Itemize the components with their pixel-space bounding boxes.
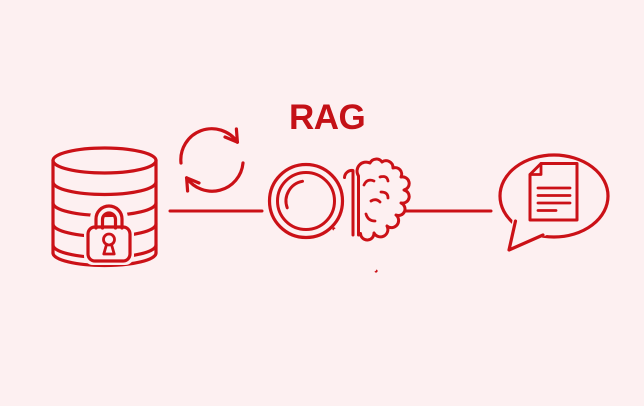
database-lock-icon — [51, 146, 158, 268]
sync-icon — [179, 127, 245, 193]
magnifier-brain-icon — [267, 157, 411, 273]
padlock-icon — [84, 200, 134, 265]
database-cylinder — [51, 146, 158, 268]
document-icon — [528, 162, 579, 222]
magnifier-icon — [267, 162, 378, 273]
brain-icon — [343, 157, 411, 242]
speech-bubble-document-icon — [498, 153, 610, 253]
rag-title: RAG — [289, 98, 366, 137]
